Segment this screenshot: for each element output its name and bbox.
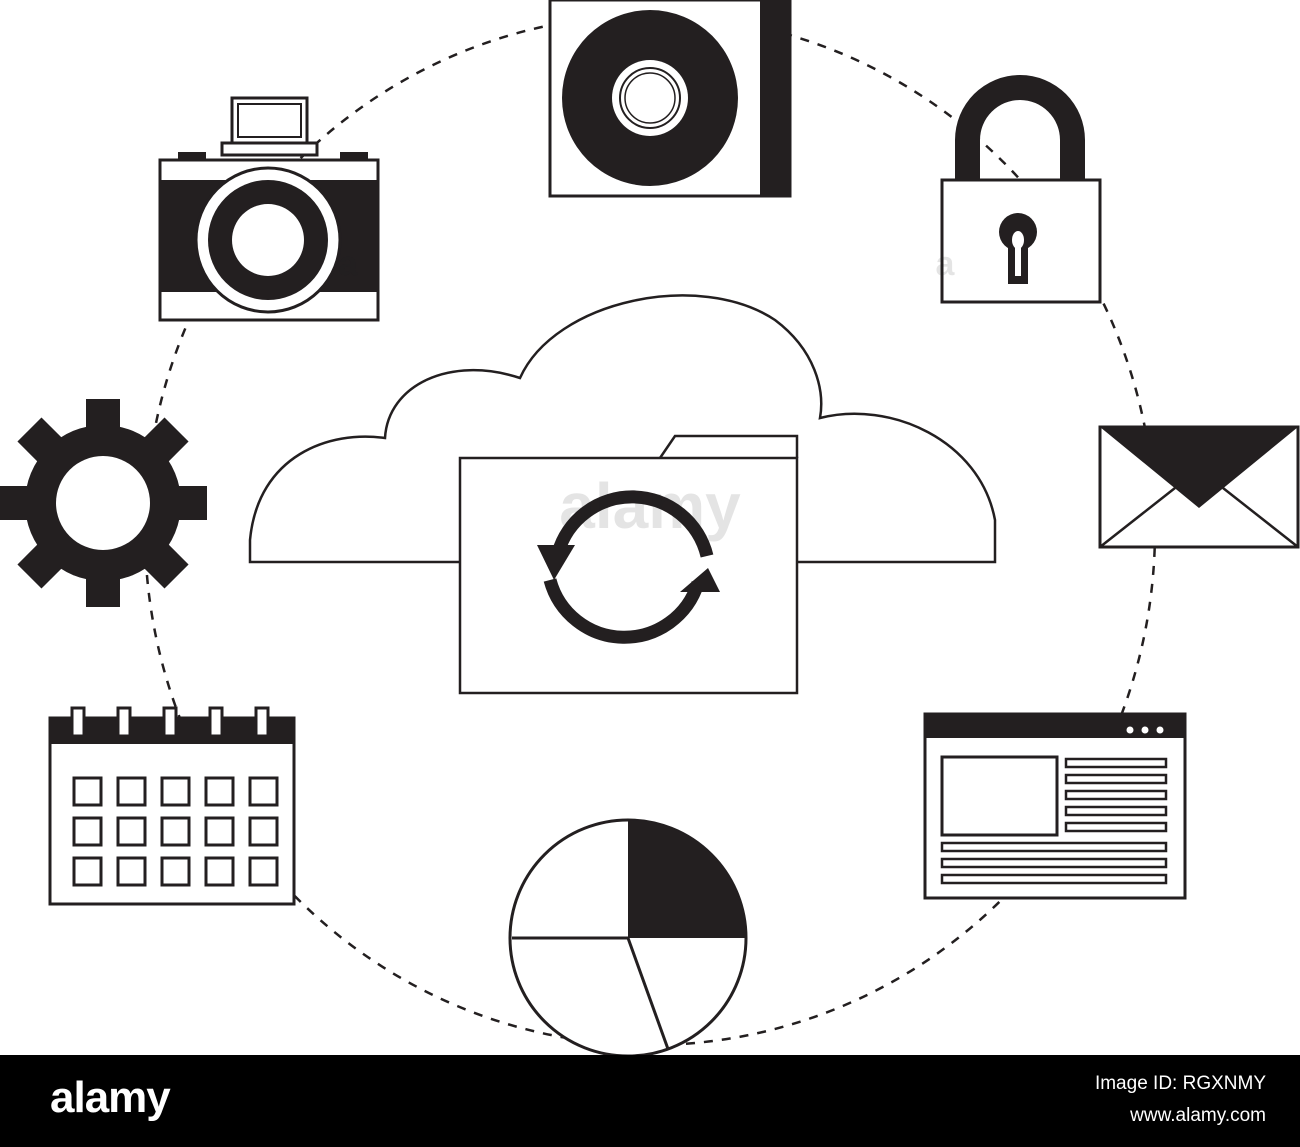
cloud-sync-illustration: alamy a a xyxy=(0,0,1300,1055)
image-id: Image ID: RGXNMY xyxy=(1094,1073,1266,1094)
folder-sync-icon xyxy=(458,434,799,695)
watermark-left: a xyxy=(339,245,359,283)
disc-icon xyxy=(548,0,792,198)
pie-chart-icon xyxy=(508,818,748,1055)
envelope-icon xyxy=(1098,425,1300,549)
footer-bar: alamy Image ID: RGXNMY www.alamy.com xyxy=(0,1055,1300,1147)
camera-icon xyxy=(158,96,380,322)
watermark-center: alamy xyxy=(559,470,741,542)
padlock-icon xyxy=(940,75,1102,304)
alamy-logo: alamy xyxy=(50,1073,171,1122)
browser-window-icon xyxy=(923,712,1187,900)
sync-arrows-icon xyxy=(537,490,720,644)
calendar-icon xyxy=(48,706,296,906)
gear-icon xyxy=(0,399,207,607)
site-url: www.alamy.com xyxy=(1130,1105,1266,1126)
watermark-right: a xyxy=(936,245,956,283)
cloud-icon xyxy=(248,294,997,564)
